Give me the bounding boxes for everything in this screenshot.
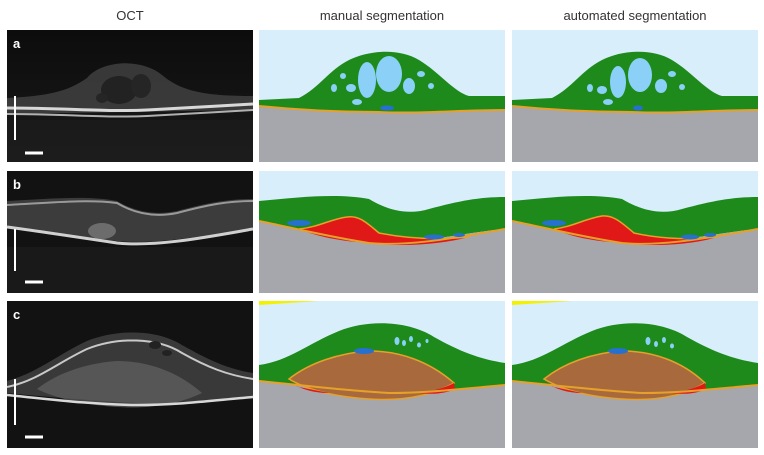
oct-image-b: b bbox=[7, 171, 253, 293]
column-title-manual: manual segmentation bbox=[319, 8, 445, 23]
manual-segmentation-b bbox=[259, 171, 505, 293]
oct-image-a: a bbox=[7, 30, 253, 162]
column-title-oct: OCT bbox=[116, 8, 144, 23]
artifact-strip bbox=[512, 301, 572, 305]
oct-image-c: c bbox=[7, 301, 253, 448]
automated-segmentation-a bbox=[512, 30, 758, 162]
artifact-strip bbox=[259, 301, 319, 305]
row-label-c: c bbox=[13, 307, 21, 322]
column-title-automated: automated segmentation bbox=[563, 8, 707, 23]
row-label-a: a bbox=[13, 36, 21, 51]
row-label-b: b bbox=[13, 177, 21, 192]
automated-segmentation-b bbox=[512, 171, 758, 293]
automated-segmentation-c bbox=[512, 301, 758, 448]
manual-segmentation-a bbox=[259, 30, 505, 162]
manual-segmentation-c bbox=[259, 301, 505, 448]
